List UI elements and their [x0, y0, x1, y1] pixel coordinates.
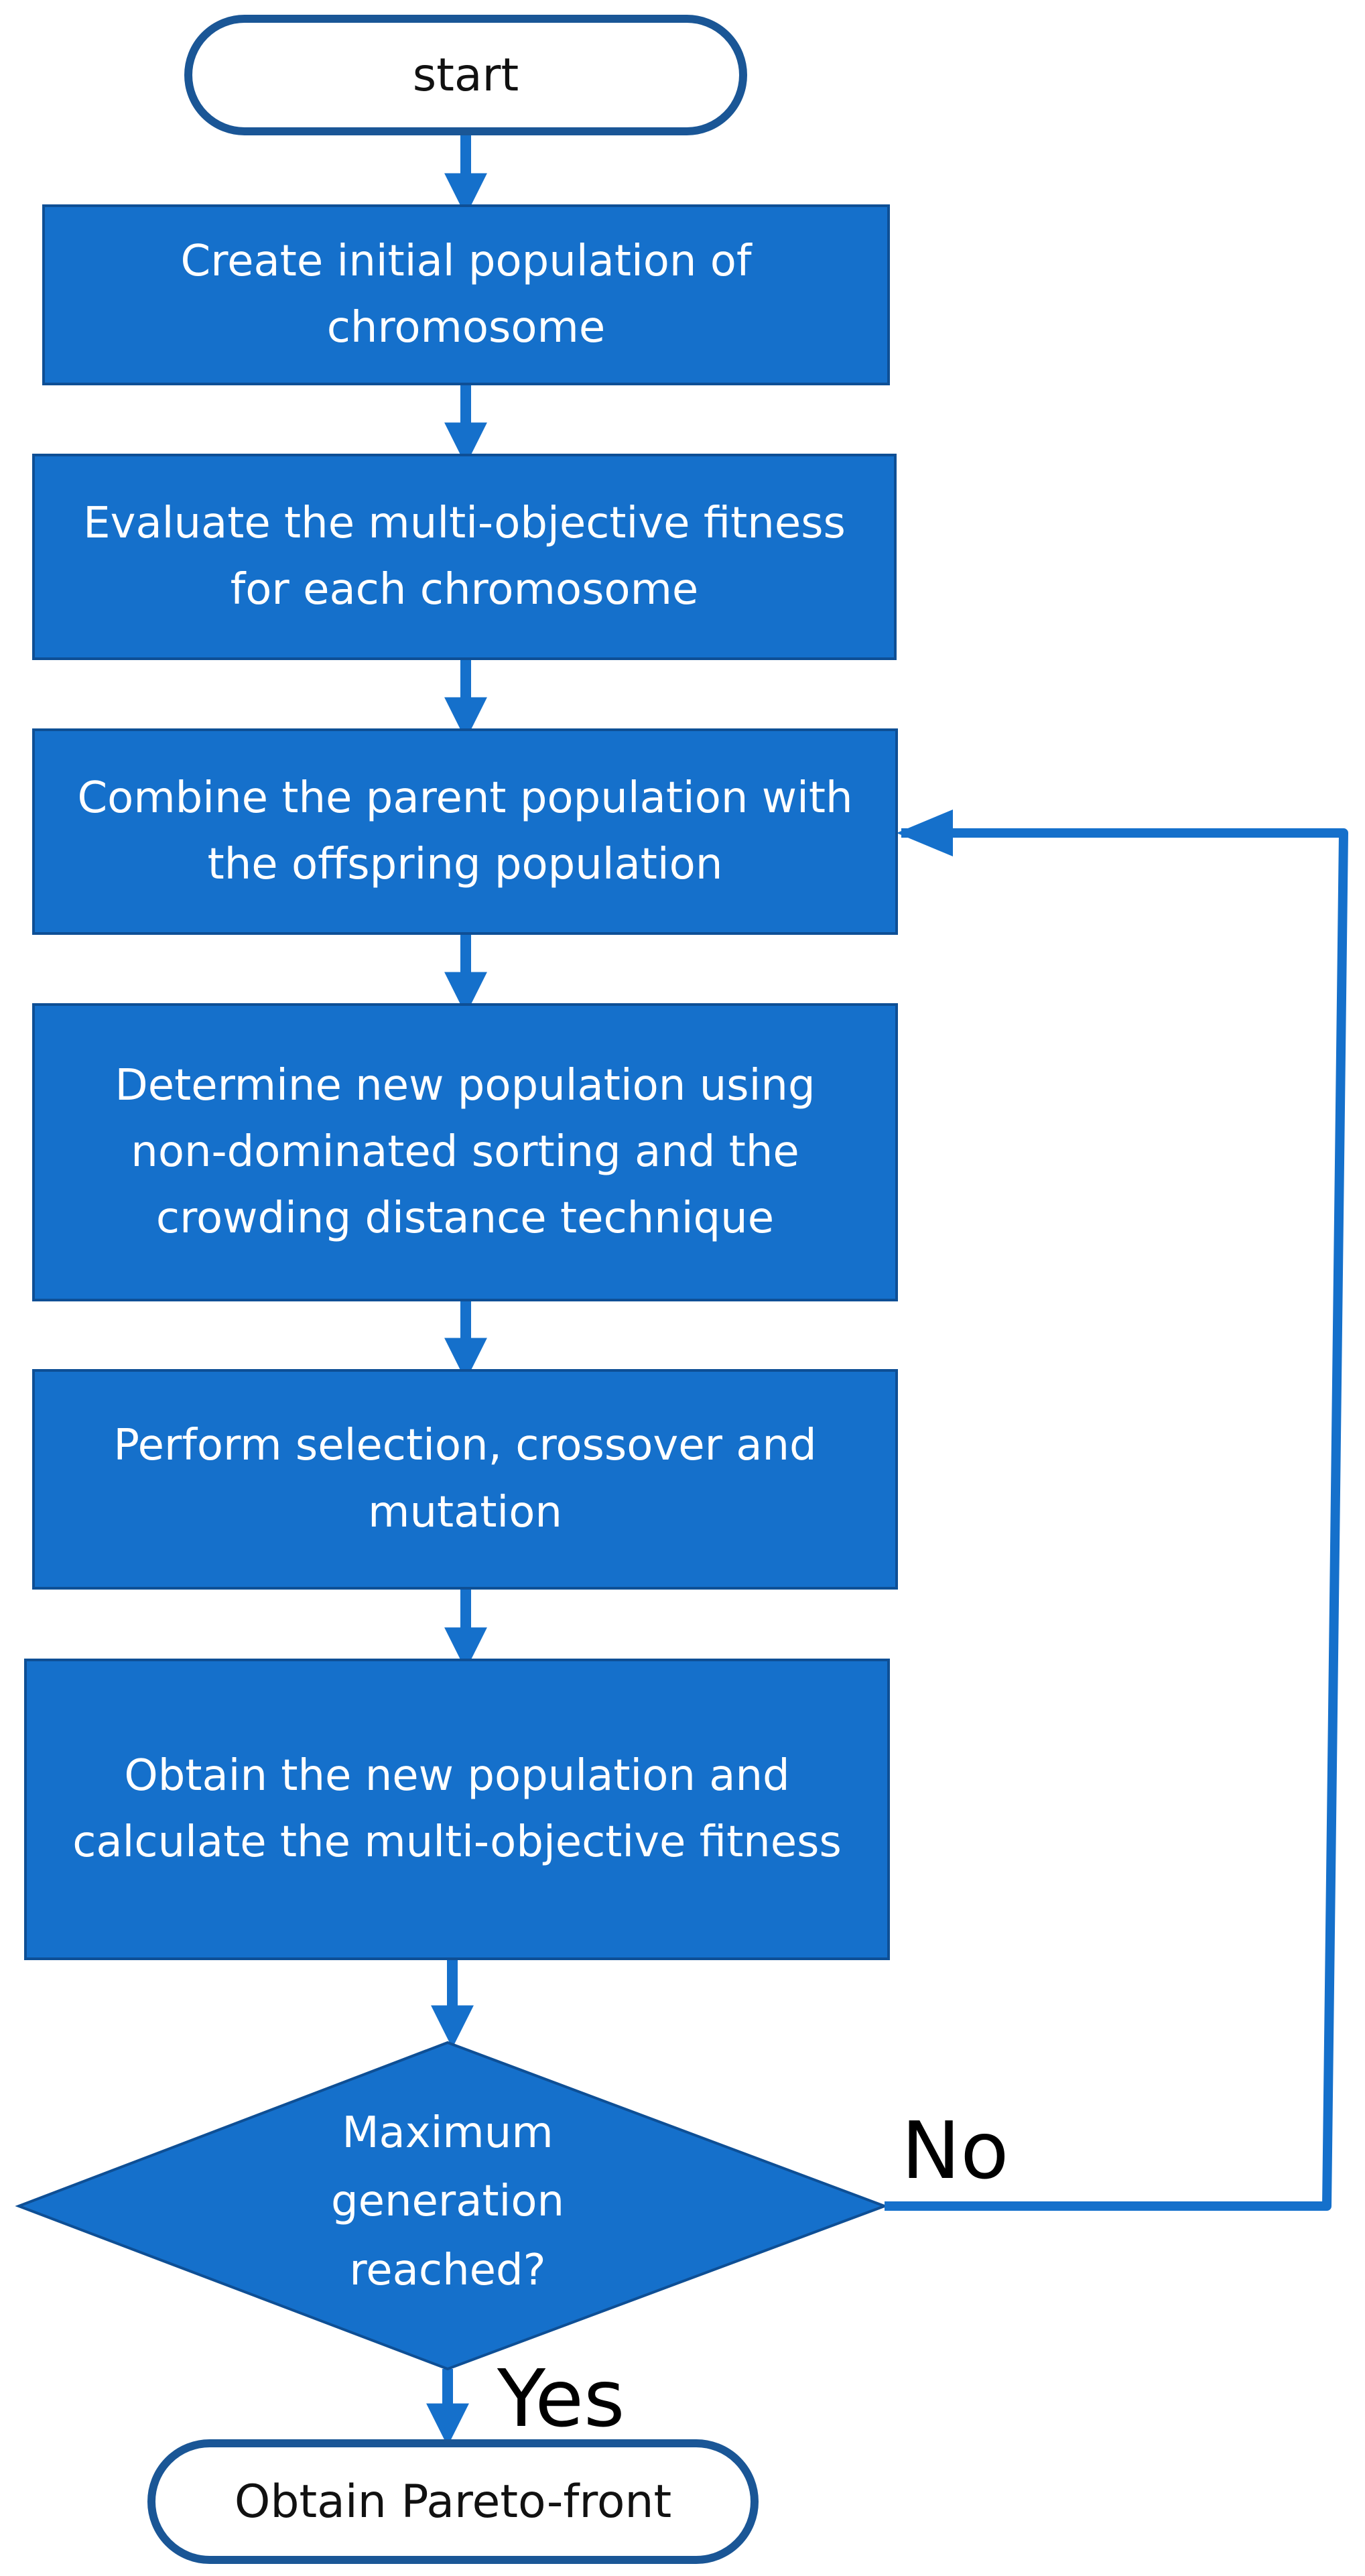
combine-population-box: Combine the parent population with the o…: [32, 728, 898, 935]
end-label: Obtain Pareto-front: [234, 2475, 672, 2528]
arrow-no-loop: [885, 810, 1348, 2211]
evaluate-fitness-text: Evaluate the multi-objective fitness for…: [83, 498, 846, 615]
evaluate-fitness-box: Evaluate the multi-objective fitness for…: [32, 454, 897, 660]
determine-population-text: Determine new population using non-domin…: [115, 1060, 816, 1244]
start-terminal: start: [184, 15, 747, 135]
obtain-new-population-box: Obtain the new population and calculate …: [24, 1659, 890, 1960]
no-label: No: [901, 2104, 1009, 2197]
combine-population-text: Combine the parent population with the o…: [77, 773, 853, 889]
perform-operators-text: Perform selection, crossover and mutatio…: [113, 1421, 817, 1537]
create-population-box: Create initial population of chromosome: [42, 204, 890, 385]
decision-text: Maximum generation reached?: [330, 2108, 565, 2295]
obtain-new-population-text: Obtain the new population and calculate …: [72, 1750, 842, 1867]
perform-operators-box: Perform selection, crossover and mutatio…: [32, 1369, 898, 1590]
create-population-text: Create initial population of chromosome: [180, 236, 752, 352]
end-terminal: Obtain Pareto-front: [147, 2439, 759, 2564]
start-label: start: [412, 48, 519, 102]
yes-label: Yes: [497, 2352, 625, 2445]
decision-diamond: [15, 2041, 889, 2371]
determine-population-box: Determine new population using non-domin…: [32, 1003, 898, 1301]
